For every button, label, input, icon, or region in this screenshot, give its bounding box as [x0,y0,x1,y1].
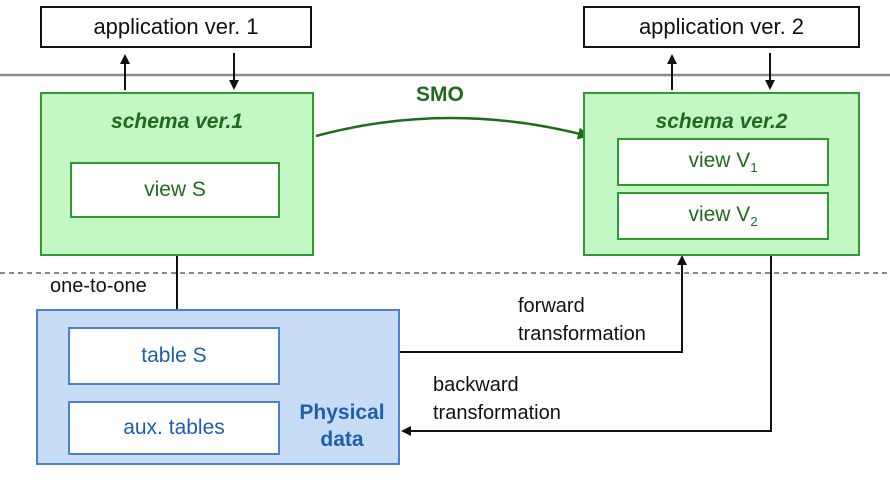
one-to-one-label: one-to-one [50,275,147,297]
application-v2-box: application ver. 2 [583,6,860,48]
forward-transformation-arrow [400,255,687,353]
physical-data-label-line2: data [320,428,364,451]
physical-data-box: table S aux. tables Physical data [36,309,400,465]
aux-tables-label: aux. tables [123,416,225,439]
view-v1-label: view V1 [688,148,758,176]
application-v1-box: application ver. 1 [40,6,312,48]
forward-transformation-line2: transformation [518,323,646,345]
view-v2-box: view V2 [617,192,829,240]
smo-label: SMO [416,83,464,106]
application-v1-label: application ver. 1 [93,14,259,39]
table-s-label: table S [141,344,207,367]
physical-data-label: Physical data [288,399,396,453]
physical-data-label-line1: Physical [299,401,385,424]
schema-v2-title: schema ver.2 [655,110,788,133]
schema-v1-box: schema ver.1 view S [40,92,314,256]
backward-transformation-arrow [401,255,772,436]
view-v2-label: view V2 [688,202,758,230]
backward-transformation-line2: transformation [433,402,561,424]
view-s-box: view S [70,162,280,218]
view-v1-box: view V1 [617,138,829,186]
smo-arrow [315,116,590,140]
forward-transformation-label: forward transformation [518,292,646,348]
application-v2-label: application ver. 2 [638,14,805,39]
schema-v1-title: schema ver.1 [111,110,243,133]
backward-transformation-label: backward transformation [433,371,561,427]
schema-v2-box: schema ver.2 view V1 view V2 [583,92,860,256]
aux-tables-box: aux. tables [68,401,280,455]
view-s-label: view S [144,178,206,201]
backward-transformation-line1: backward [433,374,519,396]
table-s-box: table S [68,327,280,385]
forward-transformation-line1: forward [518,295,585,317]
